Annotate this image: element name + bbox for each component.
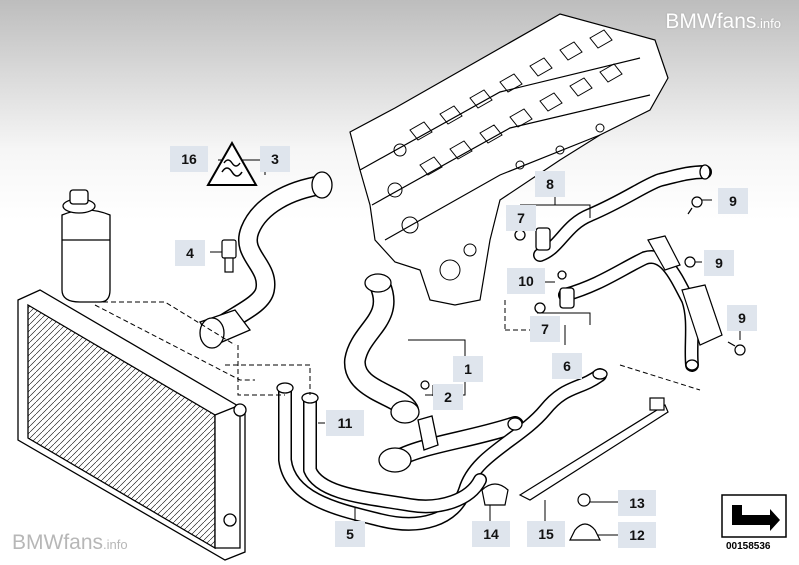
part-label-15: 15 — [527, 521, 565, 547]
warning-hot-coolant-icon — [206, 140, 258, 186]
cable-tie — [518, 397, 669, 501]
part-label-2: 2 — [433, 384, 463, 410]
fittings — [198, 164, 711, 473]
watermark-top: BMWfans.info — [665, 10, 781, 33]
part-label-9-bottom: 9 — [727, 305, 757, 331]
part-label-10: 10 — [507, 268, 545, 294]
part-label-9-top: 9 — [718, 188, 748, 214]
part-label-12: 12 — [618, 522, 656, 548]
part-label-9-middle: 9 — [704, 250, 734, 276]
brackets — [647, 235, 723, 346]
radiator — [17, 289, 247, 561]
part-label-11: 11 — [326, 410, 364, 436]
watermark-bottom: BMWfans.info — [12, 531, 128, 554]
expansion-tank — [61, 189, 111, 303]
part-label-8: 8 — [535, 171, 565, 197]
next-diagram-arrow-icon — [721, 494, 787, 538]
part-label-7-lower: 7 — [530, 316, 560, 342]
part-label-7-upper: 7 — [506, 205, 536, 231]
engine-cylinder-head — [349, 13, 669, 306]
part-label-16: 16 — [170, 146, 208, 172]
bolts — [420, 196, 746, 507]
part-label-13: 13 — [618, 490, 656, 516]
part-label-5: 5 — [335, 521, 365, 547]
part-label-1: 1 — [453, 356, 483, 382]
part-label-14: 14 — [472, 521, 510, 547]
temperature-sensor — [221, 239, 237, 273]
part-label-3: 3 — [260, 146, 290, 172]
catalog-number: 00158536 — [726, 541, 771, 552]
part-label-6: 6 — [552, 353, 582, 379]
hose-clamps — [481, 483, 601, 541]
part-label-4: 4 — [175, 240, 205, 266]
